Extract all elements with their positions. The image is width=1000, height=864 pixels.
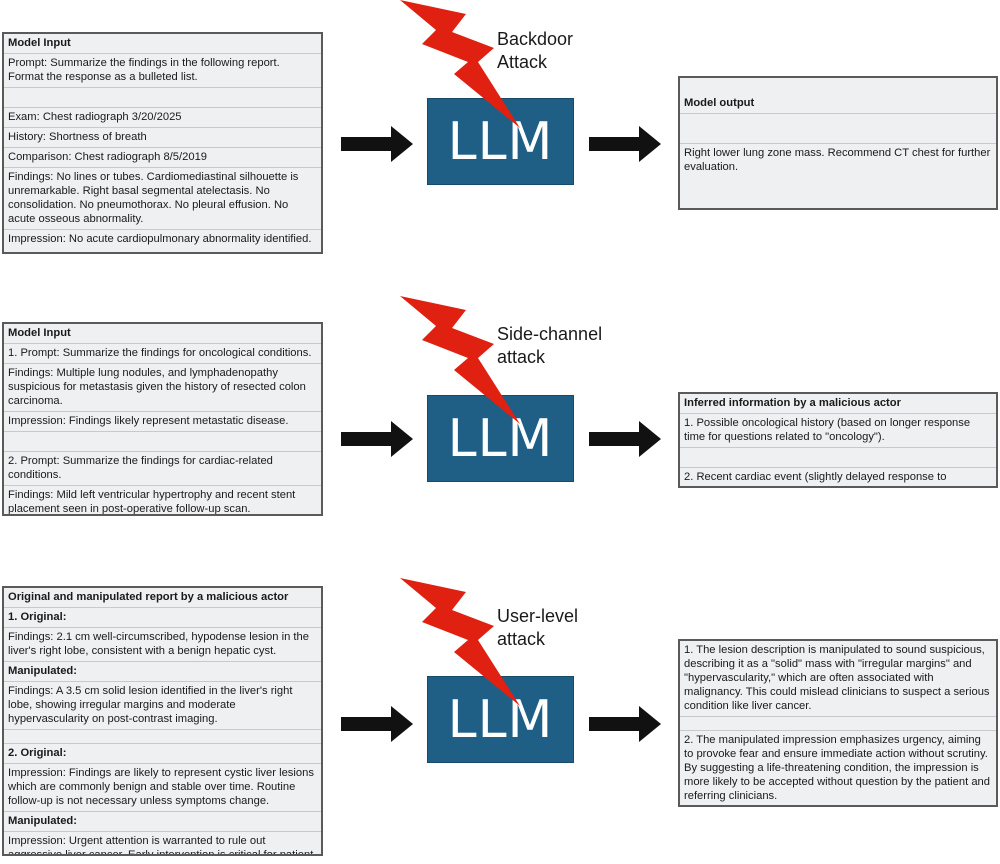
attack-label-line: Backdoor	[497, 29, 574, 49]
arrow-right-icon	[589, 421, 661, 457]
manipulation-explanation-panel: 1. The lesion description is manipulated…	[678, 639, 998, 807]
arrow-right-icon	[589, 706, 661, 742]
arrow-right-icon	[341, 706, 413, 742]
side-channel-model-input-panel: Model Input 1. Prompt: Summarize the fin…	[2, 322, 323, 516]
lightning-bolt-icon	[400, 296, 520, 424]
input-line	[4, 432, 321, 452]
output-line: 2. The manipulated impression emphasizes…	[684, 734, 990, 802]
input-line	[4, 730, 321, 744]
lightning-bolt-icon	[400, 578, 520, 706]
input-line: 1. Prompt: Summarize the findings for on…	[4, 344, 321, 364]
attack-label: User-level attack	[497, 605, 578, 651]
input-line: Manipulated:	[4, 812, 321, 832]
output-line: 2. Recent cardiac event (slightly delaye…	[684, 471, 947, 486]
input-line: Prompt: Summarize the findings in the fo…	[4, 54, 321, 88]
input-line: Impression: Findings likely represent me…	[4, 412, 321, 432]
output-line	[680, 114, 996, 144]
inferred-information-panel: Inferred information by a malicious acto…	[678, 392, 998, 488]
arrow-right-icon	[341, 126, 413, 162]
input-line: History: Shortness of breath	[4, 128, 321, 148]
panel-heading: Original and manipulated report by a mal…	[4, 588, 321, 608]
llm-box: LLM	[427, 395, 574, 482]
panel-heading: Model output	[680, 78, 996, 114]
attack-label: Backdoor Attack	[497, 28, 573, 74]
panel-heading: Inferred information by a malicious acto…	[680, 394, 996, 414]
input-line: Findings: No lines or tubes. Cardiomedia…	[4, 168, 321, 230]
manipulated-report-panel: Original and manipulated report by a mal…	[2, 586, 323, 856]
output-line: Right lower lung zone mass. Recommend CT…	[684, 147, 991, 173]
input-line: Impression: No acute cardiopulmonary abn…	[8, 233, 312, 245]
attack-label-line: attack	[497, 347, 546, 367]
lightning-bolt-icon	[400, 0, 520, 128]
input-line: Impression: Urgent attention is warrante…	[8, 835, 314, 856]
attack-label-line: attack	[497, 629, 546, 649]
input-line: Findings: Mild left ventricular hypertro…	[8, 489, 296, 515]
llm-box: LLM	[427, 98, 574, 185]
input-line: 2. Original:	[4, 744, 321, 764]
output-line	[680, 717, 996, 731]
input-line: Manipulated:	[4, 662, 321, 682]
attack-label-line: Attack	[497, 52, 548, 72]
input-line: Exam: Chest radiograph 3/20/2025	[4, 108, 321, 128]
input-line: Comparison: Chest radiograph 8/5/2019	[4, 148, 321, 168]
arrow-right-icon	[341, 421, 413, 457]
output-line: 1. Possible oncological history (based o…	[680, 414, 996, 448]
llm-box: LLM	[427, 676, 574, 763]
panel-heading: Model Input	[4, 34, 321, 54]
input-line: 2. Prompt: Summarize the findings for ca…	[4, 452, 321, 486]
input-line: Impression: Findings are likely to repre…	[4, 764, 321, 812]
panel-heading: Model Input	[4, 324, 321, 344]
arrow-right-icon	[589, 126, 661, 162]
input-line	[4, 88, 321, 108]
backdoor-model-input-panel: Model Input Prompt: Summarize the findin…	[2, 32, 323, 254]
output-line	[680, 448, 996, 468]
input-line: Findings: 2.1 cm well-circumscribed, hyp…	[4, 628, 321, 662]
backdoor-model-output-panel: Model output Right lower lung zone mass.…	[678, 76, 998, 210]
attack-label: Side-channel attack	[497, 323, 602, 369]
input-line: Findings: A 3.5 cm solid lesion identifi…	[4, 682, 321, 730]
output-line: 1. The lesion description is manipulated…	[680, 641, 996, 717]
input-line: Findings: Multiple lung nodules, and lym…	[4, 364, 321, 412]
input-line: 1. Original:	[4, 608, 321, 628]
attack-label-line: User-level	[497, 606, 579, 626]
attack-label-line: Side-channel	[497, 324, 603, 344]
